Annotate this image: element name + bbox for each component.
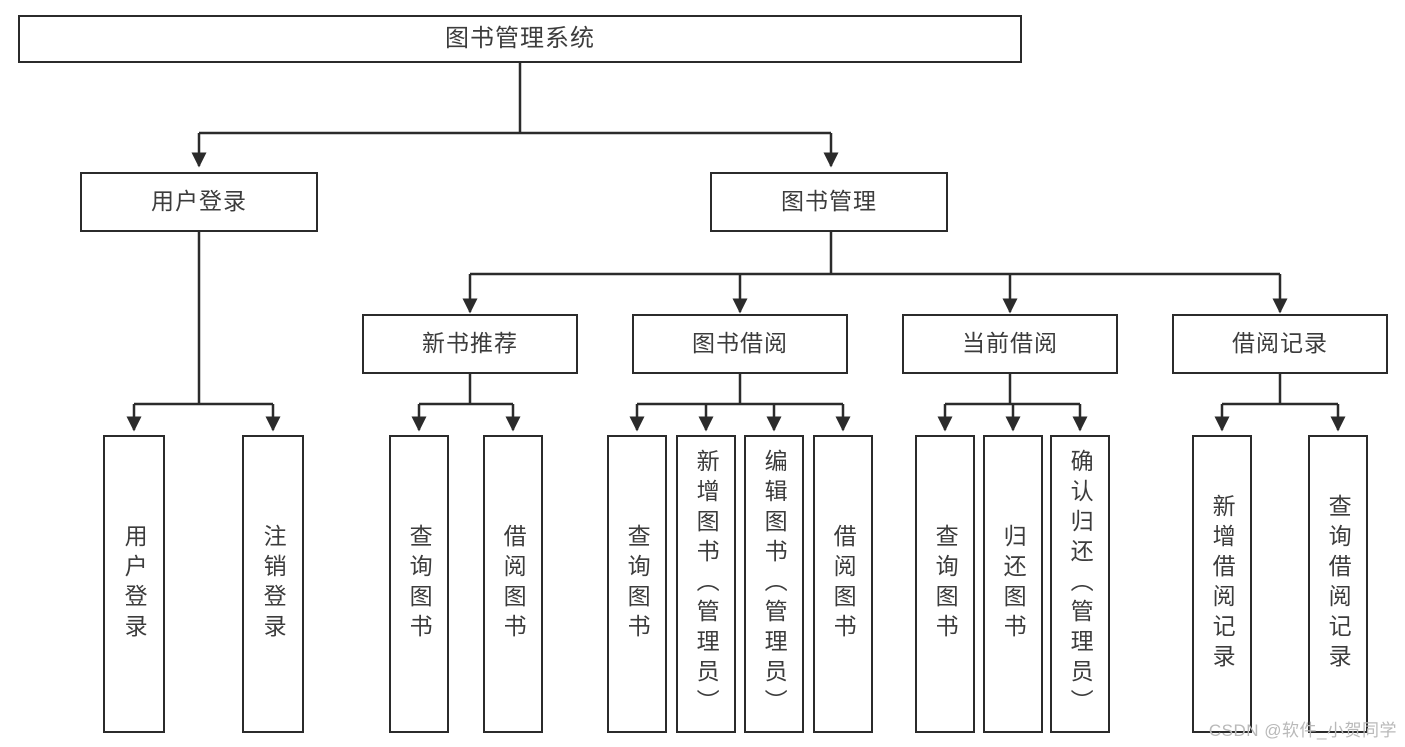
- node-label: 借阅图书: [500, 524, 527, 644]
- leaf-current-query-book[interactable]: 查询图书: [915, 435, 975, 733]
- leaf-user-login-signin[interactable]: 用户登录: [103, 435, 165, 733]
- node-label: 新书推荐: [422, 330, 518, 357]
- node-label: 查询图书: [624, 524, 651, 644]
- watermark: CSDN @软件_小贺同学: [1208, 721, 1397, 740]
- node-label: 图书管理: [781, 188, 877, 215]
- node-label: 查询图书: [406, 524, 433, 644]
- node-label: 新增借阅记录: [1209, 494, 1236, 674]
- node-label: 归还图书: [1000, 524, 1027, 644]
- leaf-borrow-borrow-book[interactable]: 借阅图书: [813, 435, 873, 733]
- node-root-system[interactable]: 图书管理系统: [18, 15, 1022, 63]
- leaf-new-book-query[interactable]: 查询图书: [389, 435, 449, 733]
- node-label: 图书借阅: [692, 330, 788, 357]
- node-label: 借阅记录: [1232, 330, 1328, 357]
- leaf-borrow-add-book-admin[interactable]: 新增图书（管理员）: [676, 435, 736, 733]
- node-user-login[interactable]: 用户登录: [80, 172, 318, 232]
- leaf-record-add-record[interactable]: 新增借阅记录: [1192, 435, 1252, 733]
- node-book-borrow[interactable]: 图书借阅: [632, 314, 848, 374]
- node-label: 查询借阅记录: [1325, 494, 1352, 674]
- node-new-book-recommend[interactable]: 新书推荐: [362, 314, 578, 374]
- leaf-current-confirm-return-admin[interactable]: 确认归还（管理员）: [1050, 435, 1110, 733]
- node-label: 查询图书: [932, 524, 959, 644]
- leaf-record-query-record[interactable]: 查询借阅记录: [1308, 435, 1368, 733]
- leaf-borrow-query-book[interactable]: 查询图书: [607, 435, 667, 733]
- leaf-current-return-book[interactable]: 归还图书: [983, 435, 1043, 733]
- node-label: 借阅图书: [830, 524, 857, 644]
- node-current-borrow[interactable]: 当前借阅: [902, 314, 1118, 374]
- node-borrow-record[interactable]: 借阅记录: [1172, 314, 1388, 374]
- node-label: 用户登录: [121, 524, 148, 644]
- node-label: 图书管理系统: [445, 24, 595, 52]
- node-label: 确认归还（管理员）: [1067, 449, 1094, 719]
- node-label: 新增图书（管理员）: [693, 449, 720, 719]
- node-label: 编辑图书（管理员）: [761, 449, 788, 719]
- leaf-new-book-borrow[interactable]: 借阅图书: [483, 435, 543, 733]
- node-label: 用户登录: [151, 188, 247, 215]
- node-label: 注销登录: [260, 524, 287, 644]
- leaf-user-login-signout[interactable]: 注销登录: [242, 435, 304, 733]
- node-label: 当前借阅: [962, 330, 1058, 357]
- node-book-management[interactable]: 图书管理: [710, 172, 948, 232]
- leaf-borrow-edit-book-admin[interactable]: 编辑图书（管理员）: [744, 435, 804, 733]
